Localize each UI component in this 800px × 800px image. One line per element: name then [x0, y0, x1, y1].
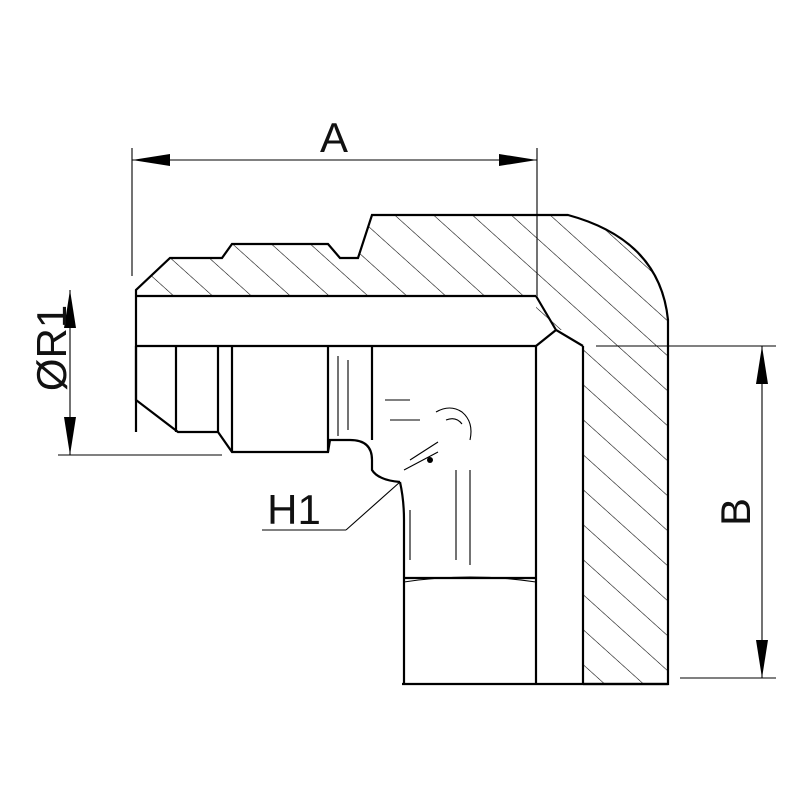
horizontal-bore — [136, 296, 536, 346]
internal-detail-lines — [337, 356, 472, 565]
fitting-outline — [134, 213, 670, 686]
dim-b-label: B — [712, 498, 759, 526]
dim-r1-label: ØR1 — [28, 305, 75, 391]
dim-h1-label: H1 — [267, 486, 321, 533]
dim-a-label: A — [320, 114, 348, 161]
dimension-a — [131, 148, 538, 296]
dimension-r1 — [58, 290, 222, 456]
hatched-wall-right — [583, 330, 668, 684]
dimension-h1-leader — [262, 481, 401, 531]
dimension-b — [596, 345, 776, 679]
